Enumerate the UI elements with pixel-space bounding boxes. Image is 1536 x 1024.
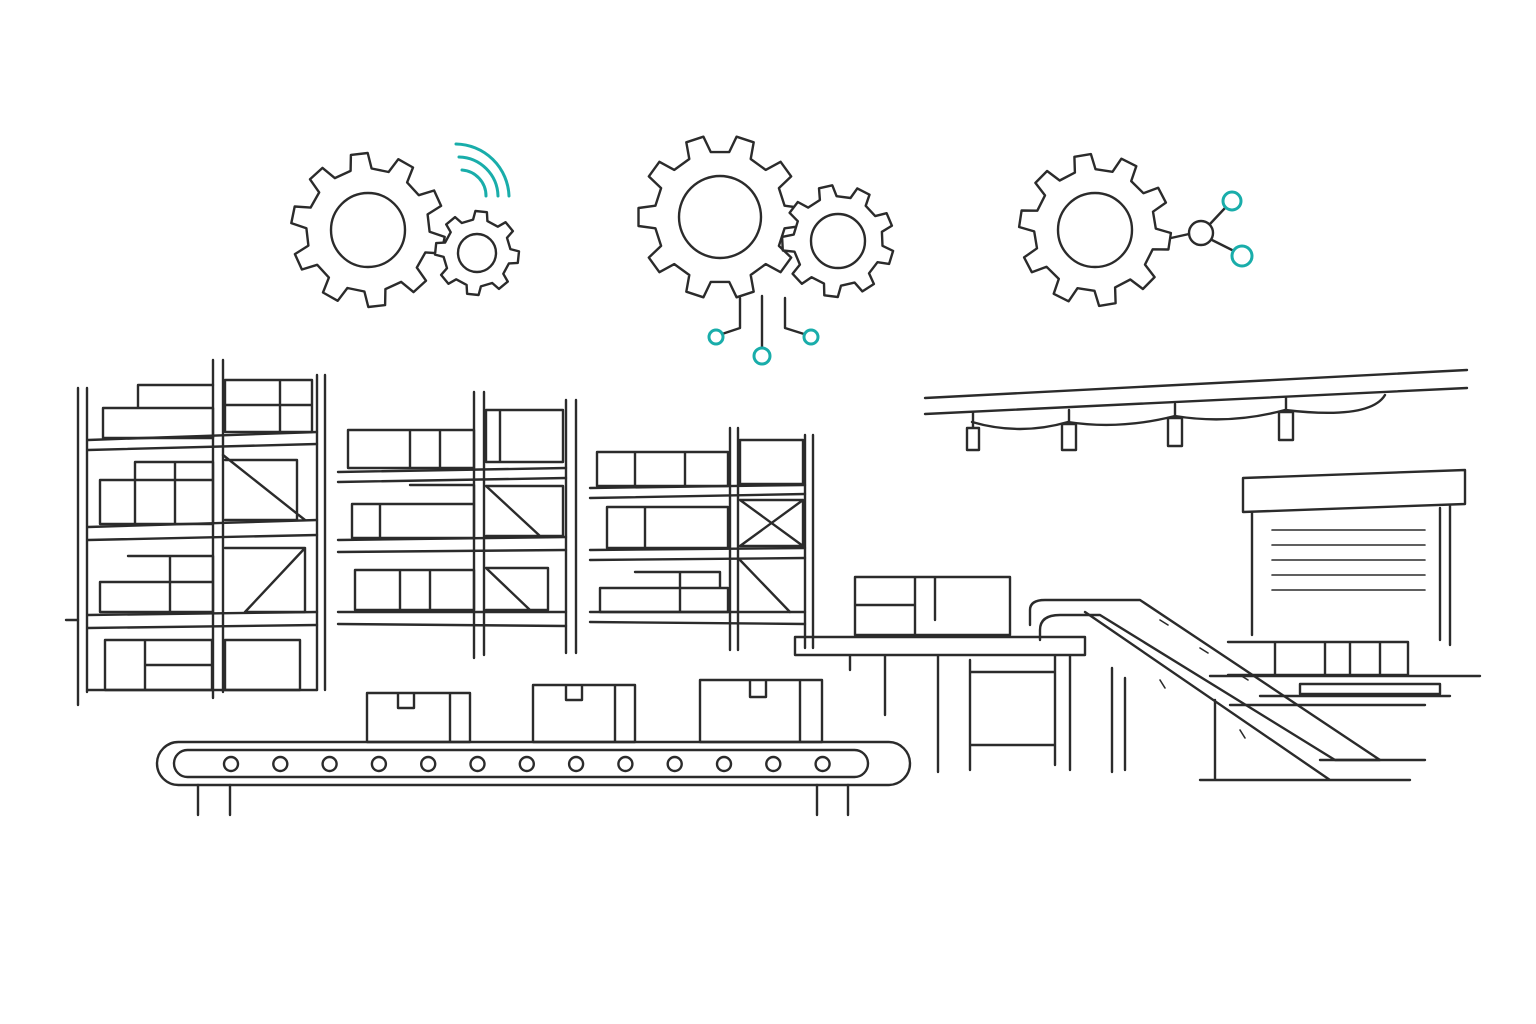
loading-platform [1208,640,1482,698]
wifi-icon [454,142,511,198]
roller [666,755,683,773]
roller [321,755,338,773]
gear-icon [637,135,803,299]
storage-rack-middle [336,390,578,660]
roll-up-door [1241,468,1467,647]
inclined-conveyor [1028,598,1427,782]
roller [715,755,733,773]
gear-icon [290,151,446,309]
roller [469,755,486,773]
roller [765,755,782,773]
roller-conveyor [155,678,912,817]
storage-rack-right [588,426,815,652]
storage-rack-left [64,358,327,707]
roller [617,755,634,773]
roller [370,755,388,773]
circuit-icon [707,294,820,366]
gear-icon [780,184,895,299]
network-icon [1169,190,1254,268]
work-table [793,575,1087,774]
roller [567,755,585,773]
overhead-rail-lamps [923,368,1469,452]
roller [420,755,437,773]
gear-icons [290,135,1173,309]
roller [814,755,831,773]
gear-icon [1017,152,1173,308]
roller [518,755,535,773]
gear-icon [433,209,521,297]
roller [222,755,240,773]
roller [272,755,289,773]
